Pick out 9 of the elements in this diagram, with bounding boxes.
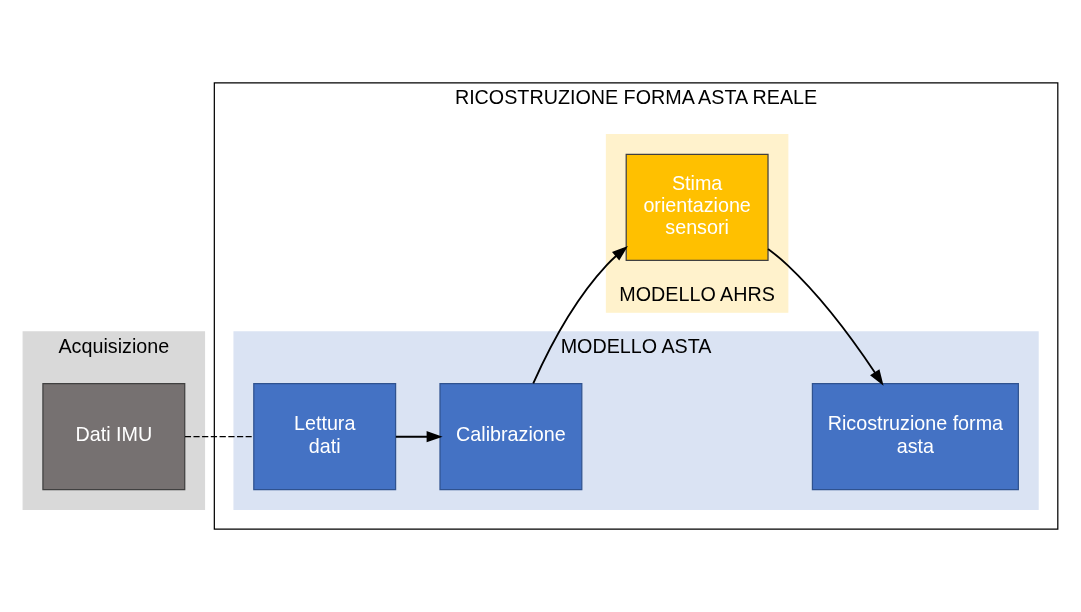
connector: [184, 436, 255, 438]
node-box: Dati IMU: [42, 383, 186, 491]
node-box: Ricostruzione forma asta: [811, 383, 1019, 491]
node-box: Lettura dati: [253, 383, 397, 491]
arrow: [532, 246, 628, 385]
arrow: [767, 248, 884, 386]
node-box: Stima orientazione sensori: [625, 153, 769, 261]
arrow: [395, 431, 443, 443]
node-box: Calibrazione: [439, 383, 583, 491]
